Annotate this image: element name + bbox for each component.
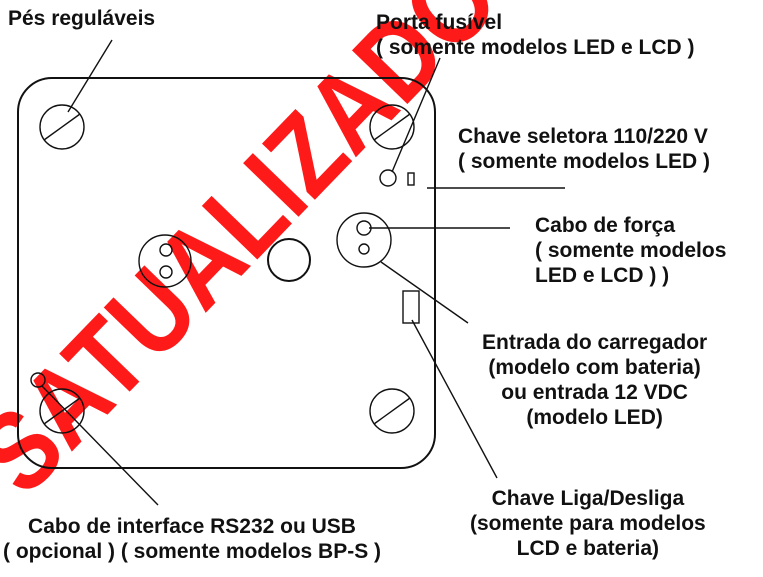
voltage-switch: [407, 172, 415, 186]
label-cabo-forca: Cabo de força ( somente modelos LED e LC…: [535, 214, 727, 287]
label-pes-regulaveis: Pés reguláveis: [8, 7, 156, 30]
power-switch: [402, 290, 420, 324]
interface-hole: [30, 372, 46, 388]
label-cabo-interface: Cabo de interface RS232 ou USB ( opciona…: [3, 515, 382, 563]
label-porta-fusivel: Porta fusível ( somente modelos LED e LC…: [376, 11, 695, 59]
foot-bottom-right: [369, 388, 415, 434]
label-chave-liga-desliga: Chave Liga/Desliga (somente para modelos…: [470, 487, 706, 560]
foot-top-right: [369, 104, 415, 150]
connector-two-holes: [138, 234, 192, 288]
center-hole: [267, 238, 311, 282]
label-entrada-carregador: Entrada do carregador (modelo com bateri…: [482, 331, 708, 429]
power-socket: [336, 212, 392, 268]
device-body: [17, 77, 436, 469]
foot-top-left: [39, 104, 85, 150]
label-chave-seletora: Chave seletora 110/220 V ( somente model…: [458, 125, 711, 173]
fuse-port: [379, 169, 397, 187]
foot-bottom-left: [39, 388, 85, 434]
